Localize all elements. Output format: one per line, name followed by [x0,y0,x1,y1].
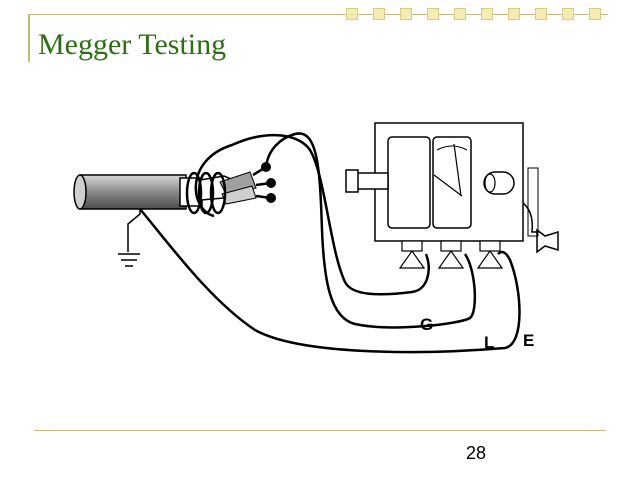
guard-terminal-label: G [420,315,433,334]
page-number: 28 [466,443,487,463]
test-leads [139,132,521,354]
top-rule [28,14,608,15]
decor-square [427,8,439,20]
decor-square [481,8,493,20]
title-accent-bar [28,14,30,62]
ground-icon [118,209,141,267]
decor-square [346,8,358,20]
decor-square [508,8,520,20]
megger-instrument [345,122,559,269]
earth-terminal-label: E [523,331,534,350]
decor-square [454,8,466,20]
decor-square [400,8,412,20]
decor-square [589,8,601,20]
slide-title: Megger Testing [38,28,227,61]
decor-square [373,8,385,20]
line-terminal-label: L [484,333,494,352]
decor-square [562,8,574,20]
footer-rule [34,430,606,431]
decor-square [535,8,547,20]
cable [73,171,257,210]
